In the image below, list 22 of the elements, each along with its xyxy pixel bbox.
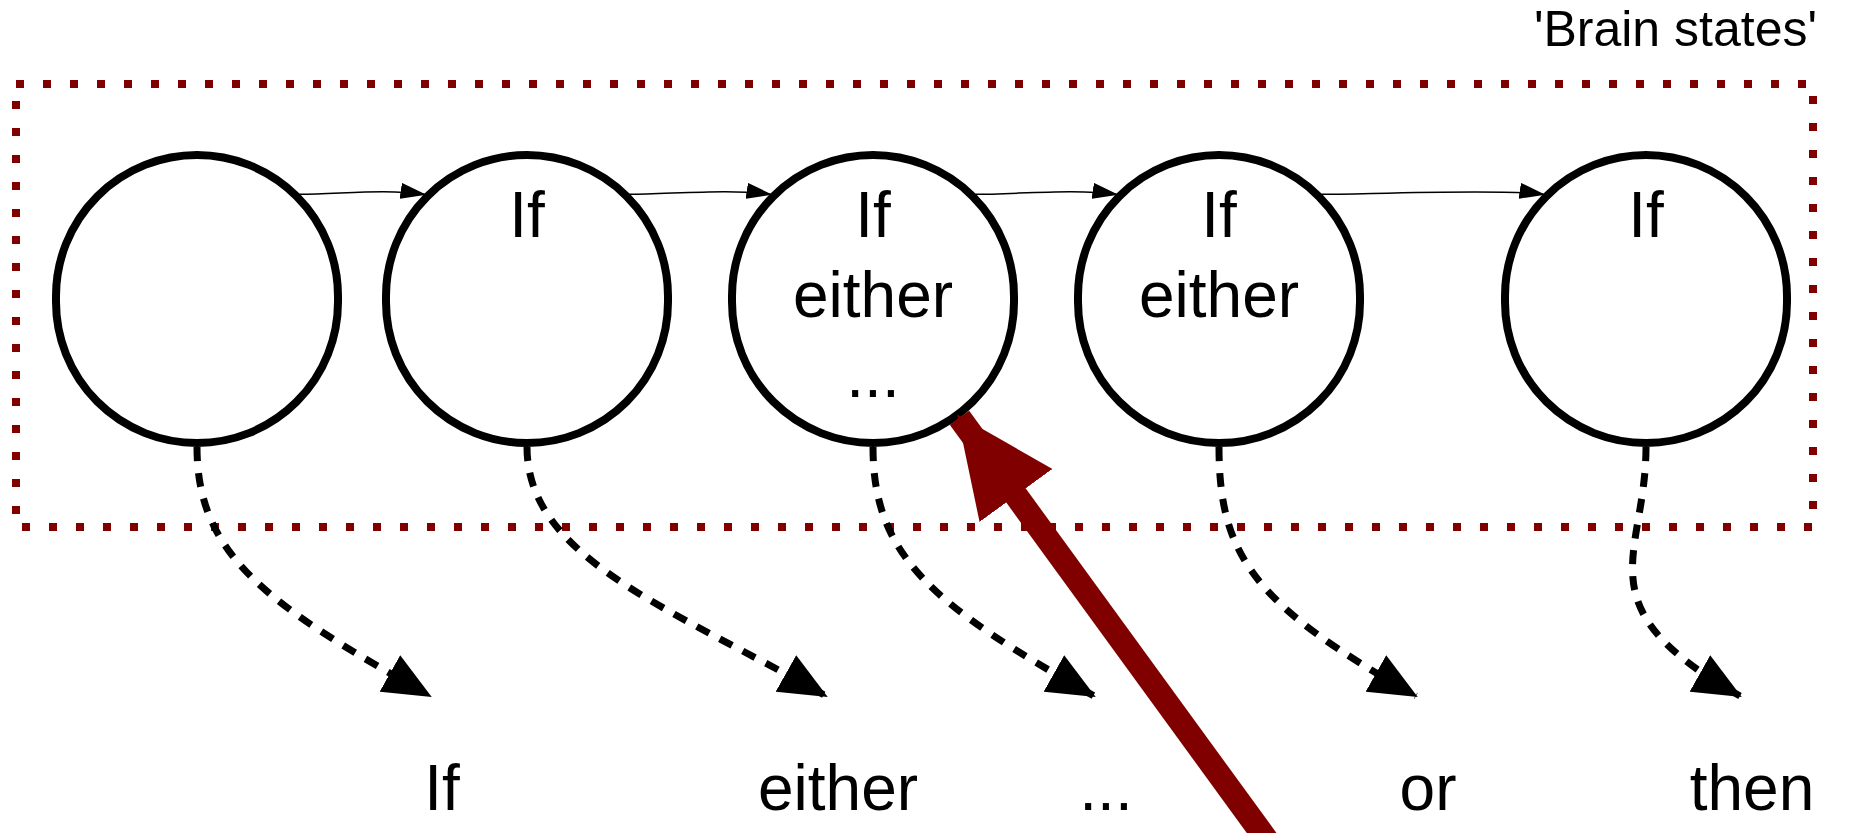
arrow (193, 446, 432, 700)
word-label: or (1388, 756, 1468, 824)
circle-text: If (1628, 178, 1664, 253)
arrow (974, 183, 1119, 200)
word-label: then (1682, 756, 1822, 824)
circle-text: If (509, 178, 545, 253)
circle-text: either (792, 258, 954, 333)
word-label: either (738, 756, 938, 824)
arrow (1215, 446, 1418, 700)
arrow (523, 446, 828, 700)
circle-text: If (855, 178, 891, 253)
arrow (1320, 183, 1546, 200)
arrow (298, 183, 427, 200)
arrow (628, 183, 773, 200)
group-heading: 'Brain states' (1533, 4, 1817, 54)
circle-text: either (1138, 258, 1300, 333)
word-label: If (402, 756, 482, 824)
word-label: ... (1066, 756, 1146, 824)
circle-text: ... (846, 338, 900, 413)
arrow (869, 446, 1096, 700)
circle-text: If (1201, 178, 1237, 253)
arrow (1629, 446, 1742, 699)
